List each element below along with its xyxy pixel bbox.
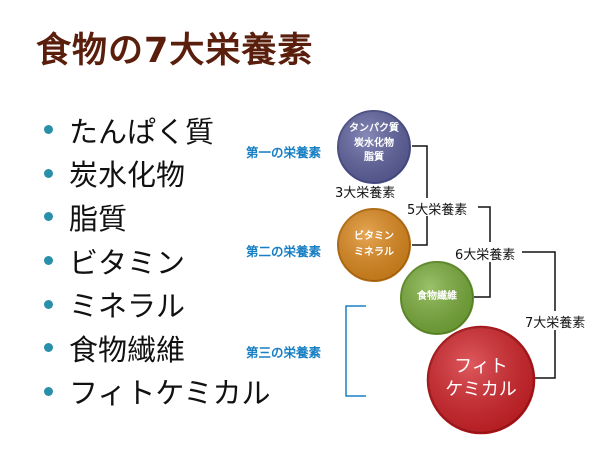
circle-label: ビタミン ミネラル: [334, 229, 414, 261]
circle-text: 食物繊維: [417, 291, 457, 302]
group-7-label: 7大栄養素: [525, 316, 586, 331]
list-item: 炭水化物: [40, 152, 271, 196]
tier1-label: 第一の栄養素: [246, 145, 322, 160]
list-item: ミネラル: [40, 282, 271, 326]
list-item-text: ビタミン: [69, 245, 186, 280]
group-3-label: 3大栄養素: [335, 186, 396, 201]
connector-5-6-lower: [474, 262, 491, 298]
bullet-icon: [44, 299, 53, 309]
bullet-icon: [44, 168, 53, 178]
list-item-text: 炭水化物: [69, 158, 186, 193]
circle-label: タンパク質 炭水化物 脂質: [334, 122, 414, 166]
circle-text: 脂質: [364, 152, 384, 163]
bullet-icon: [44, 343, 53, 353]
list-item: ビタミン: [40, 239, 271, 283]
slide-title: 食物の7大栄養素: [36, 31, 314, 71]
bullet-icon: [44, 386, 53, 396]
circle-shine: [401, 262, 473, 334]
nutrient-list: たんぱく質 炭水化物 脂質 ビタミン ミネラル 食物繊維 フィトケミカル: [40, 108, 271, 413]
connector-6-7-lower: [534, 330, 556, 379]
list-item-text: 食物繊維: [69, 332, 186, 367]
tier2-label: 第二の栄養素: [246, 244, 322, 259]
list-item: フィトケミカル: [40, 370, 271, 414]
list-item: 脂質: [40, 195, 271, 239]
list-item-text: たんぱく質: [69, 114, 215, 149]
connector-3-5-lower: [412, 216, 428, 246]
circle-text: ミネラル: [354, 247, 394, 258]
list-item: たんぱく質: [40, 108, 271, 152]
circle-text: 炭水化物: [354, 137, 394, 149]
circle-shine: [428, 327, 534, 433]
group-6-label: 6大栄養素: [455, 248, 516, 263]
list-item-text: 脂質: [69, 201, 128, 236]
circle-text: ビタミン: [354, 231, 394, 242]
connector-6-7: [522, 251, 556, 311]
circle-shine: [338, 209, 410, 281]
bullet-icon: [44, 256, 53, 266]
circle-label: フィト ケミカル: [428, 356, 534, 401]
connector-3-5: [412, 145, 428, 198]
bullet-icon: [44, 212, 53, 222]
list-item-text: フィトケミカル: [69, 376, 271, 411]
connector-5-6: [478, 206, 491, 242]
circle-text: ケミカル: [445, 378, 517, 400]
tier3-label: 第三の栄養素: [246, 345, 322, 360]
circle-shine: [338, 111, 410, 183]
circle-text: フィト: [454, 356, 508, 377]
circle-text: タンパク質: [349, 123, 399, 134]
list-item-text: ミネラル: [69, 289, 186, 324]
bullet-icon: [44, 125, 53, 135]
tier3-bracket: [345, 305, 366, 397]
circle-label: 食物繊維: [397, 290, 477, 305]
list-item: 食物繊維: [40, 326, 271, 370]
group-5-label: 5大栄養素: [407, 203, 468, 218]
